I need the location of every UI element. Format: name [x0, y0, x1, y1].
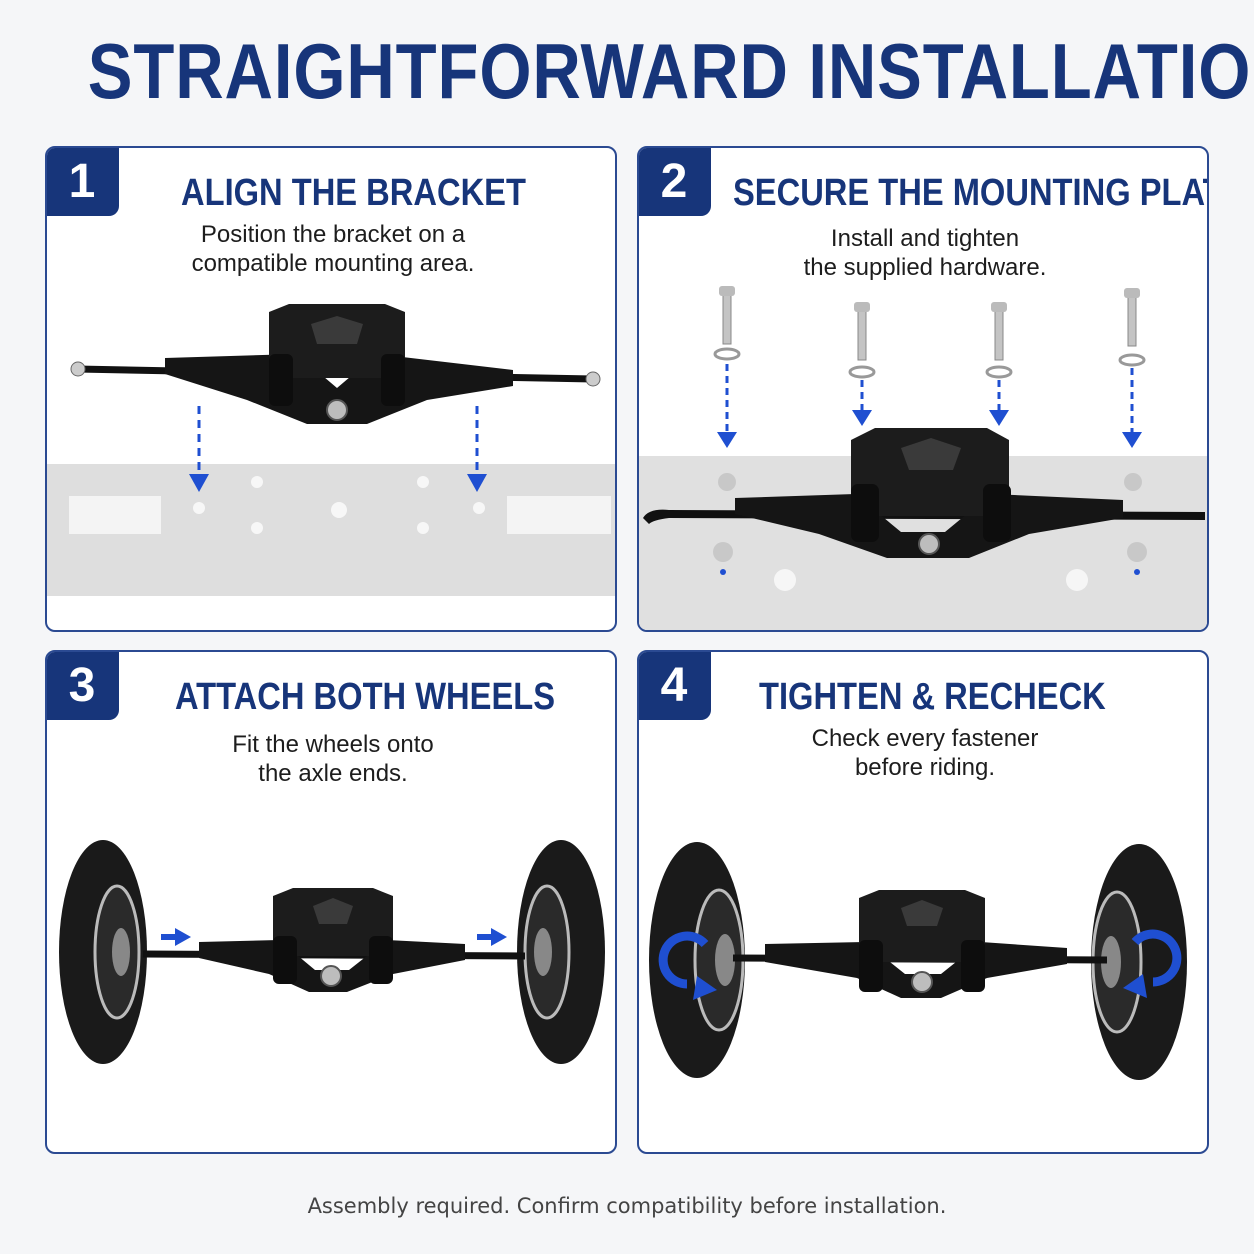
- truck-illustration: [643, 428, 1205, 558]
- rotate-arrow-icon: [658, 931, 717, 1000]
- step-2-illustration: [639, 286, 1207, 630]
- bolt-icon: [713, 286, 741, 361]
- step-number: 2: [639, 148, 711, 216]
- step-number: 4: [639, 652, 711, 720]
- mounting-plate: [47, 464, 615, 596]
- truck-illustration: [142, 888, 526, 992]
- wheel-icon: [59, 840, 147, 1064]
- down-arrow-icon: [717, 410, 1142, 448]
- down-arrow-icon: [467, 406, 487, 492]
- page-title: STRAIGHTFORWARD INSTALLATION: [87, 27, 1254, 115]
- step-4-panel: 4 TIGHTEN & RECHECK Check every fastener…: [637, 650, 1209, 1154]
- step-number: 3: [47, 652, 119, 720]
- bolt-icon: [1118, 288, 1146, 367]
- step-1-illustration: [47, 304, 615, 596]
- step-3-illustration: [59, 840, 605, 1064]
- step-description: Fit the wheels onto the axle ends.: [232, 731, 434, 787]
- step-title: SECURE THE MOUNTING PLATE: [733, 172, 1209, 214]
- step-title: TIGHTEN & RECHECK: [759, 676, 1106, 718]
- step-description: Install and tighten the supplied hardwar…: [803, 225, 1047, 281]
- step-1-panel: 1 ALIGN THE BRACKET Position the bracket…: [45, 146, 617, 632]
- right-arrow-icon: [477, 928, 507, 946]
- down-arrow-icon: [189, 406, 209, 492]
- rotate-arrow-icon: [1123, 929, 1182, 998]
- wheel-icon: [517, 840, 605, 1064]
- step-title: ALIGN THE BRACKET: [181, 172, 526, 214]
- wheel-icon: [1091, 844, 1187, 1080]
- step-3-panel: 3 ATTACH BOTH WHEELS Fit the wheels onto…: [45, 650, 617, 1154]
- truck-illustration: [70, 304, 601, 424]
- truck-illustration: [732, 890, 1108, 998]
- right-arrow-icon: [161, 928, 191, 946]
- step-2-panel: 2 SECURE THE MOUNTING PLATE Install and …: [637, 146, 1209, 632]
- bolt-icon: [985, 302, 1013, 379]
- step-4-illustration: [649, 842, 1187, 1080]
- step-description: Check every fastener before riding.: [811, 725, 1039, 781]
- bolt-icon: [848, 302, 876, 379]
- step-title: ATTACH BOTH WHEELS: [175, 676, 556, 718]
- footer-note: Assembly required. Confirm compatibility…: [307, 1194, 947, 1218]
- wheel-icon: [649, 842, 745, 1078]
- step-number: 1: [47, 148, 119, 216]
- step-description: Position the bracket on a compatible mou…: [191, 221, 475, 277]
